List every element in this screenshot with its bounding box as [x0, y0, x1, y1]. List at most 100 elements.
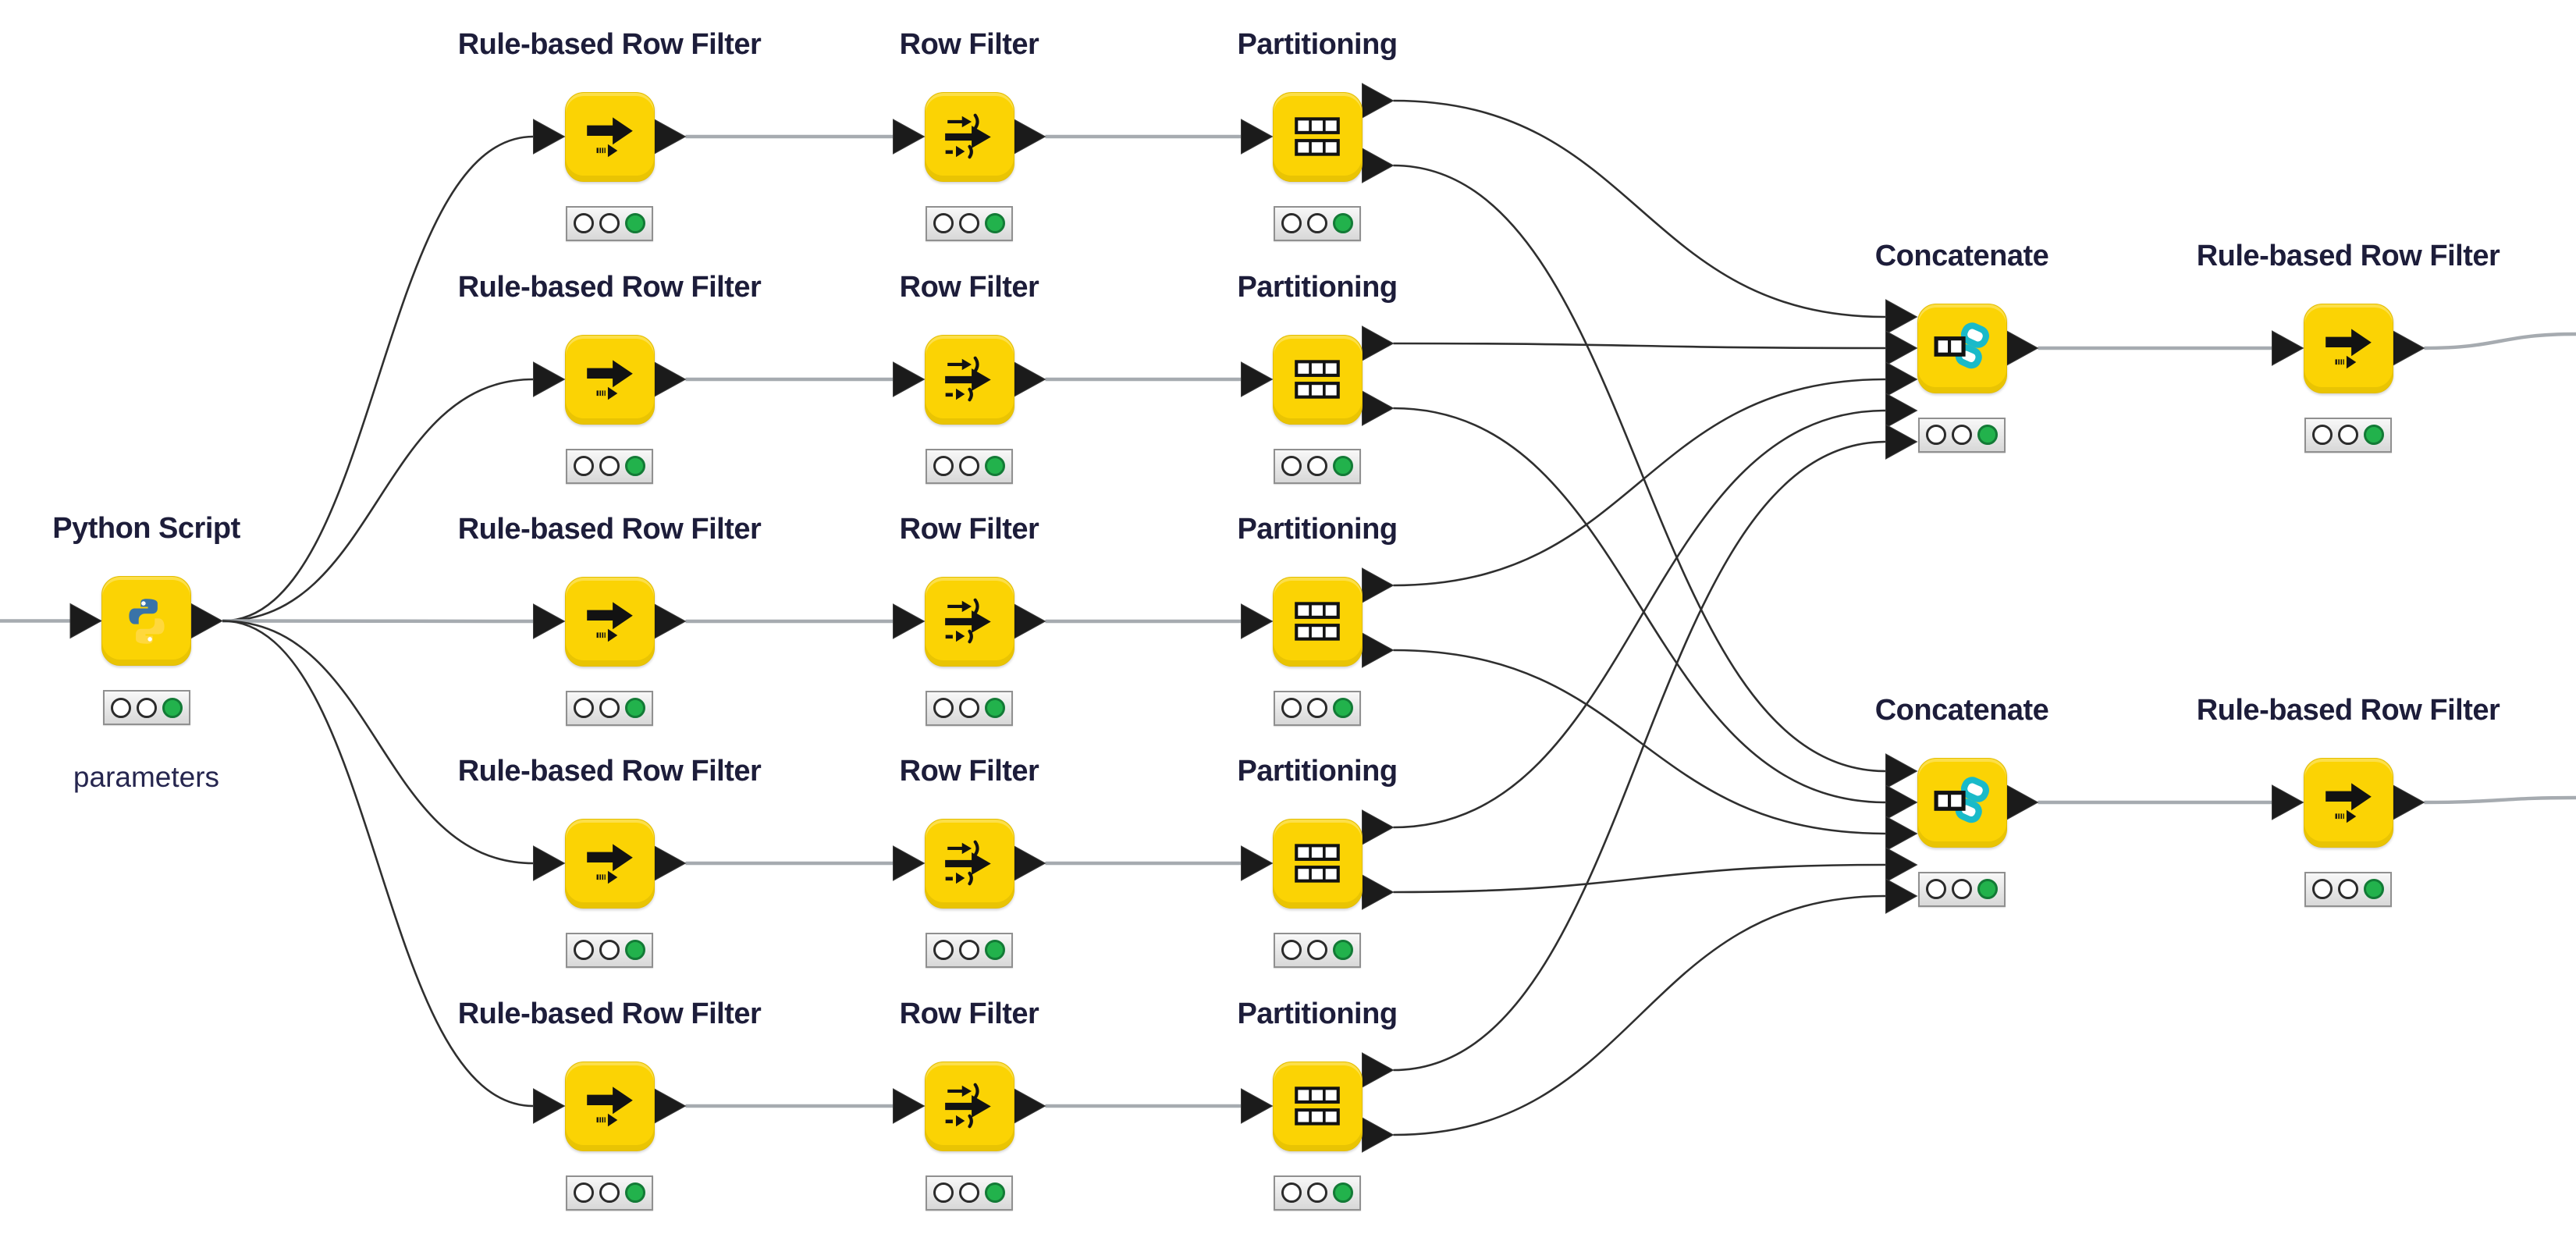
output-port[interactable] [1014, 361, 1046, 397]
node-body[interactable] [1272, 1061, 1363, 1151]
connection-wire[interactable] [1393, 164, 1886, 773]
status-light-red [1281, 940, 1302, 960]
input-port[interactable] [1885, 878, 1918, 914]
output-port[interactable] [1014, 603, 1046, 639]
input-port[interactable] [1885, 753, 1918, 789]
output-port[interactable] [2393, 330, 2425, 366]
status-light-green [162, 697, 183, 718]
output-port[interactable] [1362, 83, 1395, 119]
connection-wire[interactable] [1393, 378, 1886, 587]
input-port[interactable] [1885, 424, 1918, 460]
node-body[interactable] [924, 91, 1014, 182]
node-body[interactable] [2303, 757, 2393, 848]
output-port[interactable] [654, 845, 687, 881]
connection-wire[interactable] [222, 620, 534, 1108]
output-port[interactable] [1362, 1117, 1395, 1153]
output-port[interactable] [654, 603, 687, 639]
input-port[interactable] [1241, 1088, 1274, 1124]
node-body[interactable] [564, 91, 655, 182]
connection-wire[interactable] [222, 135, 534, 622]
node-body[interactable] [924, 1061, 1014, 1151]
node-body[interactable] [924, 818, 1014, 909]
input-port[interactable] [893, 1088, 926, 1124]
output-port[interactable] [1362, 1052, 1395, 1088]
partitioning-icon [1289, 351, 1345, 407]
node-body[interactable] [924, 576, 1014, 667]
node-body[interactable] [564, 576, 655, 667]
input-port[interactable] [533, 845, 566, 881]
output-port[interactable] [1362, 390, 1395, 426]
input-port[interactable] [1241, 119, 1274, 155]
output-port[interactable] [1014, 119, 1046, 155]
input-port[interactable] [533, 1088, 566, 1124]
input-port[interactable] [1885, 816, 1918, 852]
input-port[interactable] [1885, 393, 1918, 429]
status-light-red [1926, 425, 1946, 445]
output-port[interactable] [1362, 874, 1395, 910]
input-port[interactable] [1885, 299, 1918, 335]
connection-wire[interactable] [222, 619, 534, 624]
output-port[interactable] [1362, 148, 1395, 183]
connection-wire[interactable] [1393, 894, 1886, 1136]
node-body[interactable] [2303, 303, 2393, 393]
connection-wire[interactable] [1393, 407, 1886, 804]
input-port[interactable] [893, 845, 926, 881]
node-body[interactable] [924, 334, 1014, 425]
connection-wire[interactable] [222, 620, 534, 865]
input-port[interactable] [1885, 330, 1918, 366]
input-port[interactable] [893, 119, 926, 155]
input-port[interactable] [1885, 784, 1918, 820]
node-body[interactable] [564, 1061, 655, 1151]
connection-wire[interactable] [2424, 332, 2576, 350]
connection-wire[interactable] [2424, 795, 2576, 805]
output-port[interactable] [2006, 784, 2039, 820]
output-port[interactable] [2393, 784, 2425, 820]
input-port[interactable] [533, 603, 566, 639]
input-port[interactable] [533, 119, 566, 155]
node-body[interactable] [1272, 91, 1363, 182]
input-port[interactable] [69, 603, 103, 639]
output-port[interactable] [654, 361, 687, 397]
input-port[interactable] [893, 361, 926, 397]
connection-wire[interactable] [222, 378, 534, 622]
output-port[interactable] [1014, 845, 1046, 881]
input-port[interactable] [1241, 361, 1274, 397]
status-light-yellow [1952, 879, 1972, 899]
output-port[interactable] [1362, 632, 1395, 668]
node-body[interactable] [1272, 334, 1363, 425]
node-body[interactable] [564, 334, 655, 425]
node-body[interactable] [1917, 303, 2007, 393]
input-port[interactable] [1241, 603, 1274, 639]
input-port[interactable] [2272, 784, 2304, 820]
output-port[interactable] [1362, 567, 1395, 603]
node-body[interactable] [1917, 757, 2007, 848]
input-port[interactable] [2272, 330, 2304, 366]
node-body[interactable] [1272, 576, 1363, 667]
output-port[interactable] [1362, 809, 1395, 845]
output-port[interactable] [1014, 1088, 1046, 1124]
input-port[interactable] [893, 603, 926, 639]
node-body[interactable] [564, 818, 655, 909]
output-port[interactable] [654, 1088, 687, 1124]
input-port[interactable] [1885, 847, 1918, 883]
node-body[interactable] [1272, 818, 1363, 909]
concatenate-icon [1934, 320, 1990, 376]
output-port[interactable] [1362, 325, 1395, 361]
input-port[interactable] [533, 361, 566, 397]
node-body[interactable] [101, 576, 191, 666]
status-light-red [933, 940, 954, 960]
row-filter-icon [941, 351, 997, 407]
input-port[interactable] [1885, 361, 1918, 397]
connection-wire[interactable] [1393, 649, 1886, 835]
status-light-yellow [1307, 698, 1327, 718]
connection-wire[interactable] [1393, 409, 1886, 829]
connection-wire[interactable] [1393, 99, 1886, 318]
input-port[interactable] [1241, 845, 1274, 881]
output-port[interactable] [654, 119, 687, 155]
output-port[interactable] [190, 603, 224, 639]
output-port[interactable] [2006, 330, 2039, 366]
connection-wire[interactable] [1393, 342, 1886, 350]
connection-wire[interactable] [1393, 440, 1886, 1072]
connection-wire[interactable] [1393, 863, 1886, 894]
